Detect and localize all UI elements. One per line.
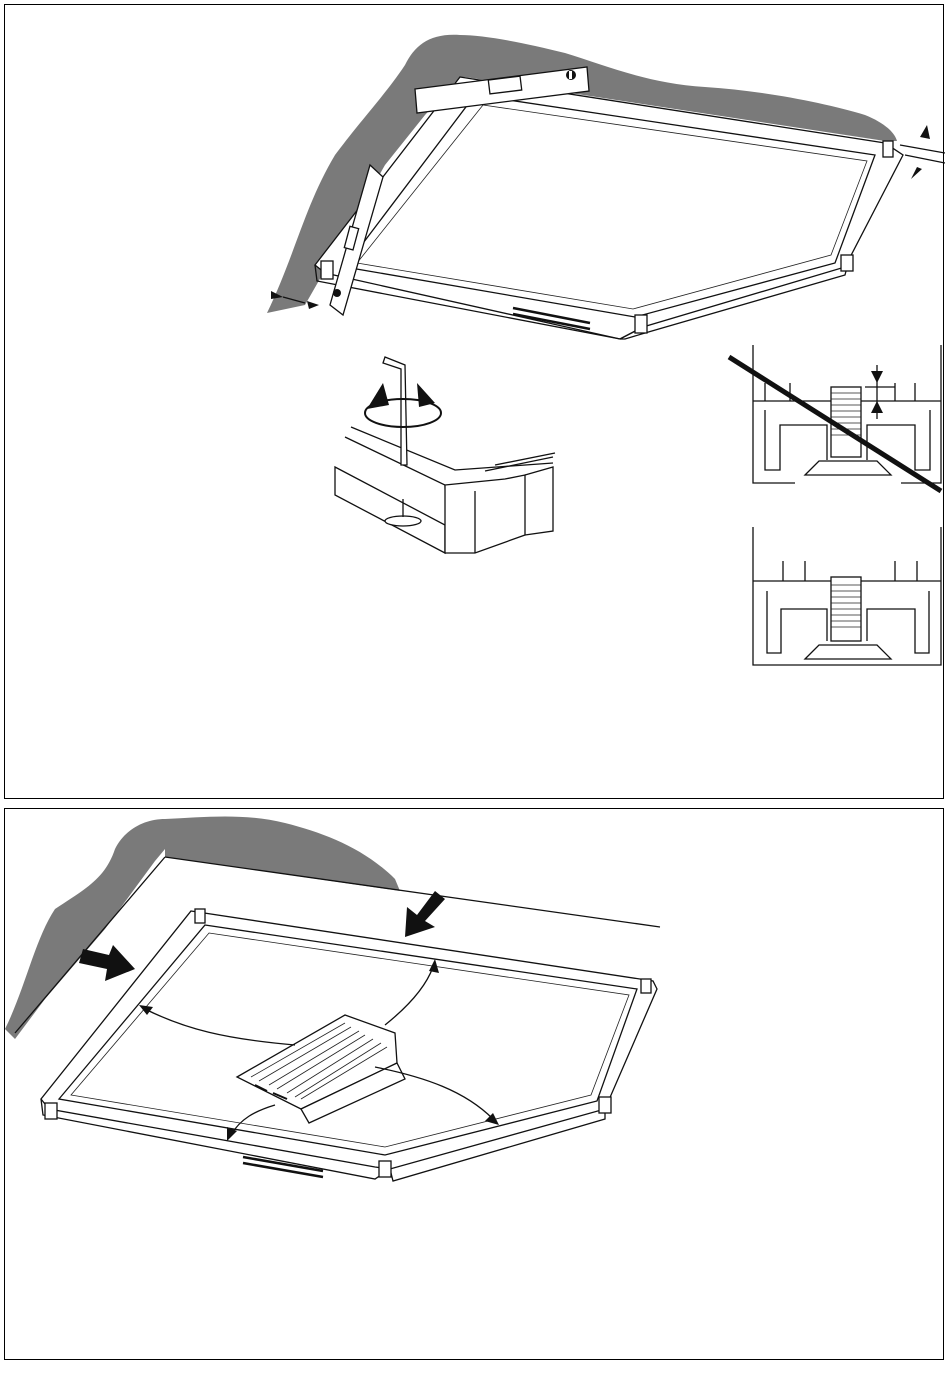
corner-post-front-bottom [379,1161,391,1177]
corner-post-right [841,255,853,271]
step-panel-bottom [4,808,944,1360]
corner-post-back-right-bottom [641,979,651,993]
foot-adjust-figure [335,357,555,553]
bottom-panel-drawing [5,809,945,1361]
foot-section-wrong [729,345,941,491]
top-panel-drawing [5,5,945,800]
corner-post-left-bottom [45,1103,57,1119]
corner-post-back-left-bottom [195,909,205,923]
push-arrow-icon [79,945,135,981]
hex-key-icon [383,357,407,465]
corner-post-back [883,141,893,157]
corner-post-left [321,261,333,279]
corner-post-front [635,315,647,333]
wall-shading-bottom-top [165,817,400,892]
foot-section-correct [753,527,941,665]
corner-post-right-bottom [599,1097,611,1113]
push-arrow-icon-top [405,891,445,937]
gap-indicator-right [900,125,945,179]
step-panel-top [4,4,944,799]
